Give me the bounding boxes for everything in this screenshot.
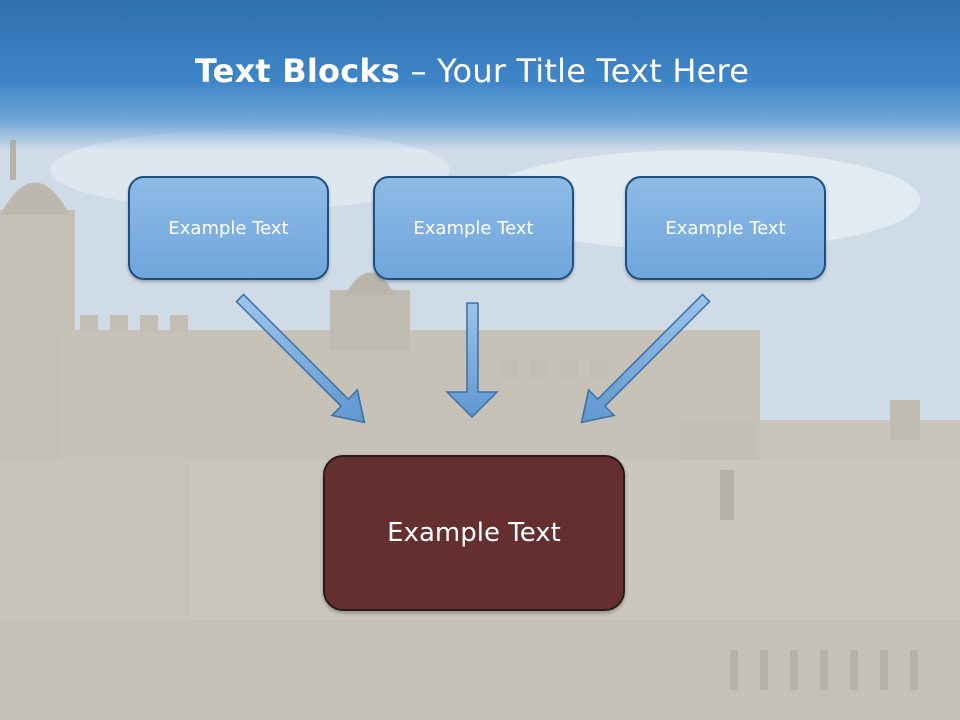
arrow-middle — [445, 302, 499, 419]
title-bar — [0, 0, 960, 150]
text-block-2[interactable]: Example Text — [373, 176, 574, 280]
slide-title: Text Blocks – Your Title Text Here — [0, 52, 944, 90]
text-block-3-label: Example Text — [665, 217, 786, 239]
text-block-1-label: Example Text — [168, 217, 289, 239]
title-bold: Text Blocks — [194, 52, 401, 90]
target-text-block[interactable]: Example Text — [323, 455, 625, 611]
title-rest: Your Title Text Here — [437, 52, 750, 90]
title-dash: – — [400, 52, 438, 90]
target-text-block-label: Example Text — [387, 518, 561, 548]
arrow-right — [580, 293, 711, 424]
text-block-3[interactable]: Example Text — [625, 176, 826, 280]
text-block-1[interactable]: Example Text — [128, 176, 329, 280]
text-block-2-label: Example Text — [413, 217, 534, 239]
arrow-left — [235, 293, 366, 424]
